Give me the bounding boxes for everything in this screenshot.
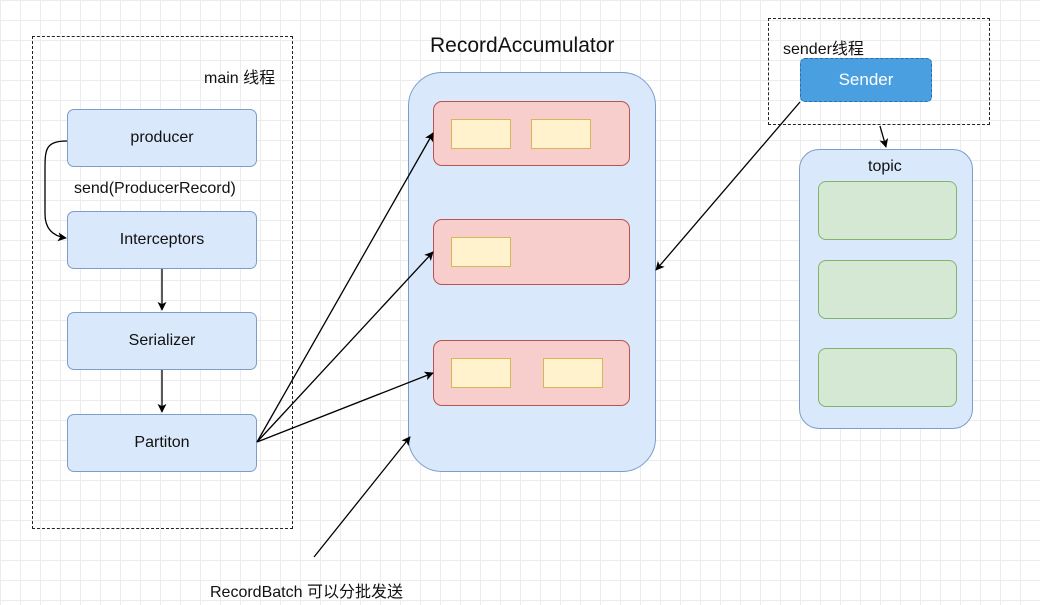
record-3-1 [451, 358, 511, 388]
sender-button[interactable]: Sender [800, 58, 932, 102]
record-batch-caption: RecordBatch 可以分批发送 [210, 584, 403, 601]
record-2-1 [451, 237, 511, 267]
interceptors-node[interactable]: Interceptors [67, 211, 257, 269]
partition-node[interactable]: Partiton [67, 414, 257, 472]
topic-partition-1 [818, 181, 957, 240]
sender-to-topic-arrow [879, 125, 889, 148]
producer-node[interactable]: producer [67, 109, 257, 167]
main-thread-title: main 线程 [204, 70, 276, 87]
partition-to-batch1-arrow [256, 132, 434, 443]
sender-thread-title: sender线程 [783, 41, 864, 58]
record-1-1 [451, 119, 511, 149]
record-1-2 [531, 119, 591, 149]
serializer-node[interactable]: Serializer [67, 312, 257, 370]
topic-title: topic [868, 158, 902, 175]
record-3-2 [543, 358, 603, 388]
producer-to-interceptors-arrow [44, 140, 68, 242]
main-thread-container [32, 36, 293, 529]
caption-to-accumulator-arrow [313, 436, 411, 558]
sender-to-accumulator-arrow [655, 101, 801, 271]
partition-to-batch2-arrow [256, 251, 434, 443]
accumulator-title: RecordAccumulator [430, 34, 615, 57]
topic-partition-3 [818, 348, 957, 407]
send-label: send(ProducerRecord) [74, 180, 236, 197]
partition-to-batch3-arrow [256, 371, 434, 443]
sender-thread-container [768, 18, 990, 125]
topic-partition-2 [818, 260, 957, 319]
